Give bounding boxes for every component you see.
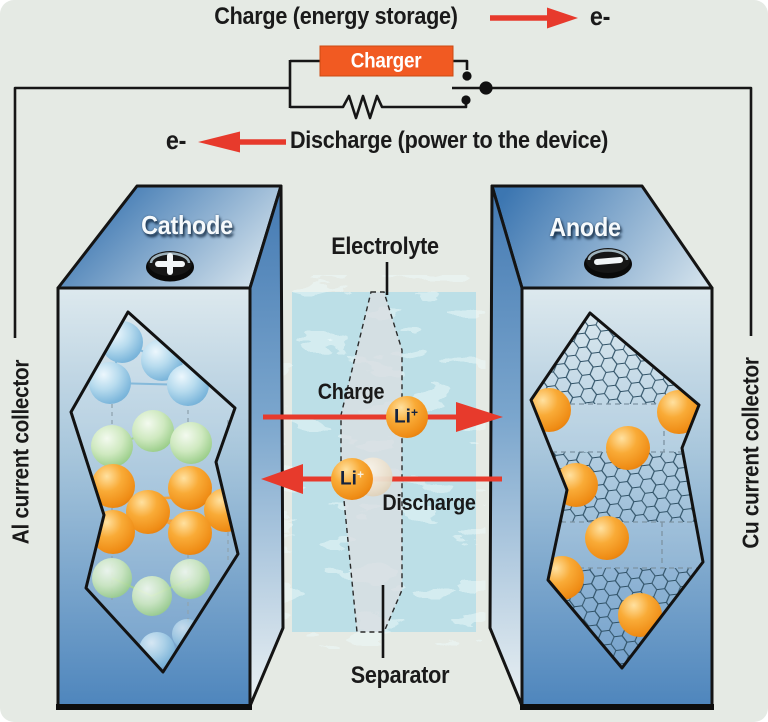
li-ion-charge-label: Li+ (394, 405, 418, 428)
charger-box (319, 45, 454, 77)
switch-contact-bottom (461, 95, 471, 105)
charger-wire-out (452, 59, 469, 70)
switch-contact-top (462, 71, 472, 81)
discharge-arrow-icon (198, 131, 286, 153)
anode-label: Anode (549, 212, 621, 242)
charge-arrow-icon (490, 7, 578, 29)
cathode-label: Cathode (141, 210, 233, 240)
circuit (13, 59, 753, 338)
charge-direction-label: Charge (317, 379, 385, 404)
discharge-direction-label: Discharge (382, 490, 476, 515)
li-ion-charge-sphere (386, 396, 428, 438)
switch-pivot-dot (479, 81, 493, 95)
separator-label: Separator (350, 662, 450, 689)
cu-current-collector-label: Cu current collector (737, 357, 764, 549)
left-wire (13, 86, 290, 338)
al-current-collector-label: Al current collector (7, 359, 34, 545)
minus-icon (584, 248, 632, 279)
charger-label: Charger (350, 49, 422, 73)
discharge-electron-label: e- (165, 125, 187, 155)
cathode-crystal-outline (69, 310, 240, 674)
charge-annotation-label: Charge (energy storage) (214, 3, 458, 30)
discharge-annotation-label: Discharge (power to the device) (289, 127, 609, 154)
electrolyte-label: Electrolyte (331, 233, 439, 260)
plus-icon (146, 251, 194, 282)
switch-blade-wire (452, 86, 753, 336)
li-ion-discharge-label: Li+ (340, 467, 364, 490)
anode-crystal-outline (529, 311, 705, 670)
charge-electron-label: e- (589, 1, 611, 31)
li-ion-discharge-sphere (331, 458, 373, 500)
resistor-wire (290, 94, 468, 120)
